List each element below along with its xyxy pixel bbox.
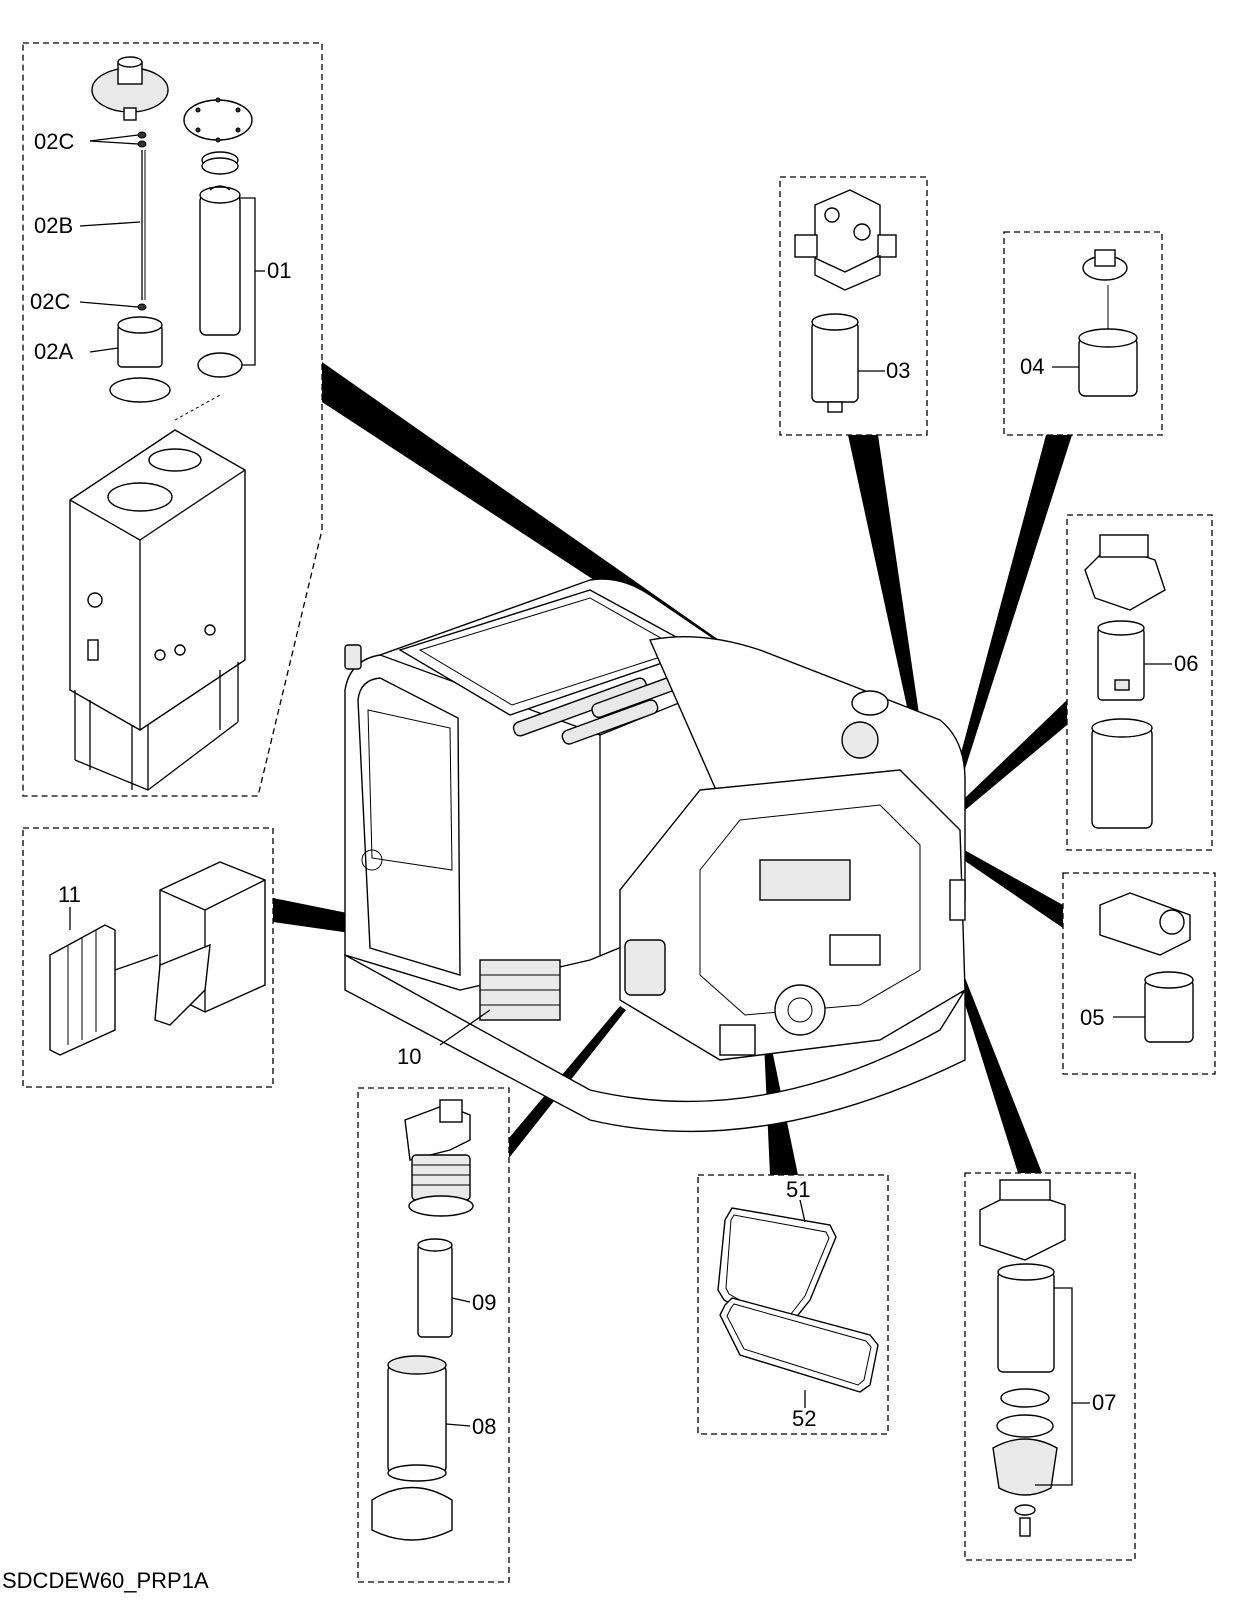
detail-box-03 — [779, 176, 928, 436]
callout-51: 51 — [786, 1177, 810, 1202]
part-03-filter — [794, 189, 897, 413]
callout-07: 07 — [1092, 1390, 1116, 1415]
detail-box-07 — [964, 1172, 1136, 1561]
detail-box-11 — [22, 827, 274, 1088]
part-07-filter — [979, 1179, 1090, 1537]
callout-02c-top: 02C — [34, 129, 74, 154]
drawing-id: SDCDEW60_PRP1A — [2, 1568, 209, 1593]
return-filter-01 — [199, 194, 241, 336]
wedge-07 — [952, 960, 1042, 1173]
part-09-08-air-filter — [371, 1099, 474, 1541]
callout-05: 05 — [1080, 1005, 1104, 1030]
callout-06: 06 — [1174, 651, 1198, 676]
part-04-filter — [1052, 249, 1138, 397]
detail-box-09-08 — [357, 1087, 510, 1583]
detail-box-hydraulic-tank — [22, 42, 323, 797]
hydraulic-tank-detail — [69, 56, 265, 791]
callout-52: 52 — [792, 1406, 816, 1431]
wedge-03 — [848, 435, 928, 776]
cover-plate — [183, 99, 253, 141]
callout-09: 09 — [472, 1290, 496, 1315]
fuel-cap — [841, 721, 879, 759]
part-11-filter — [49, 861, 266, 1056]
callout-02b: 02B — [34, 213, 73, 238]
wedge-05 — [946, 842, 1063, 928]
callout-08: 08 — [472, 1414, 496, 1439]
callout-02a: 02A — [34, 339, 73, 364]
callout-02c-bottom: 02C — [30, 289, 70, 314]
detail-box-05 — [1062, 872, 1216, 1075]
part-06-filter — [1084, 534, 1172, 829]
mirror — [344, 644, 362, 670]
detail-box-06 — [1066, 514, 1213, 851]
belts-51-52 — [717, 1199, 879, 1408]
wedge-06 — [942, 700, 1067, 826]
callout-03: 03 — [886, 358, 910, 383]
wedge-04 — [949, 435, 1072, 800]
counterweight — [344, 953, 966, 1133]
detail-box-04 — [1003, 231, 1163, 436]
callout-11: 11 — [58, 882, 81, 907]
part-05-filter — [1099, 892, 1194, 1043]
callout-04: 04 — [1020, 354, 1044, 379]
callout-10: 10 — [397, 1044, 421, 1069]
excavator-body — [344, 578, 966, 1133]
washer-icon — [137, 131, 147, 139]
cab-door — [357, 677, 461, 976]
tank-body — [69, 429, 246, 731]
engine-compartment — [619, 769, 966, 1061]
callout-01: 01 — [267, 258, 291, 283]
